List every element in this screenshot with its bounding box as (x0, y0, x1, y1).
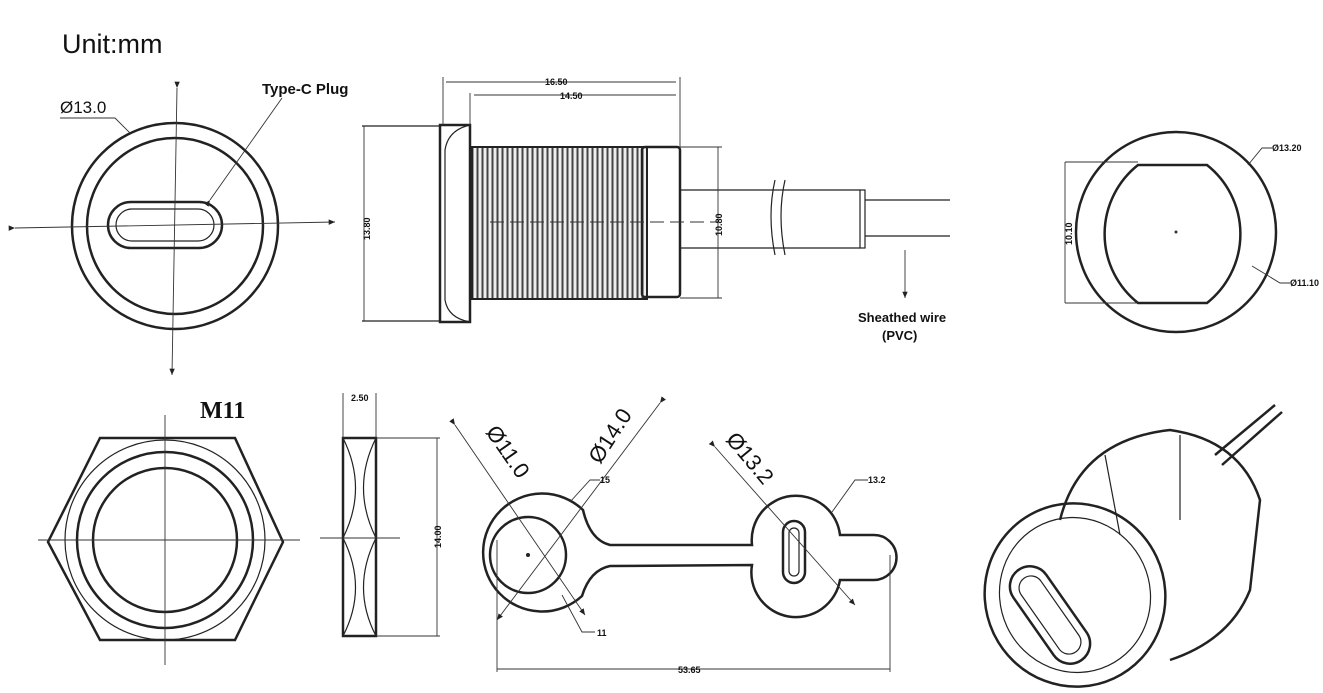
cap-outer-diameter-label: Ø14.0 (583, 404, 637, 468)
ring-inner-label: 11 (597, 628, 607, 638)
dust-cap-view: Ø11.0 Ø14.0 Ø13.2 15 11 13.2 53.65 (449, 396, 898, 675)
cap-inner-diameter-label: Ø11.0 (481, 421, 535, 483)
body-height-label: 10.80 (714, 213, 724, 236)
front-view: Ø13.0 Type-C Plug (8, 81, 348, 376)
ring-outer-label: 15 (600, 475, 610, 485)
cap-length-label: 53.65 (678, 665, 701, 675)
rear-inner-diameter-label: Ø11.10 (1290, 278, 1319, 288)
thread-length-label: 14.50 (560, 91, 583, 101)
isometric-view (983, 404, 1283, 688)
nut-thickness-label: 2.50 (351, 393, 369, 403)
nut-height-label: 14.00 (433, 525, 443, 548)
sheathed-wire-label: Sheathed wire (858, 310, 946, 325)
thread-size-label: M11 (200, 398, 245, 424)
rear-outer-diameter-label: Ø13.20 (1272, 143, 1302, 153)
cap-size-label: 13.2 (868, 475, 886, 485)
type-c-plug-label: Type-C Plug (262, 81, 348, 98)
rear-view: Ø13.20 Ø11.10 10.10 (1064, 130, 1319, 334)
side-view: 16.50 14.50 13.80 10.80 Sheathed wire (P… (362, 77, 950, 343)
wire-material-label: (PVC) (882, 328, 917, 343)
hex-nut-view: M11 (38, 398, 300, 665)
overall-length-label: 16.50 (545, 77, 568, 87)
nut-side-view: 2.50 14.00 (320, 393, 443, 638)
flange-height-label: 13.80 (362, 217, 372, 240)
front-diameter-label: Ø13.0 (60, 98, 106, 117)
unit-label: Unit:mm (62, 29, 163, 59)
cap-diameter-label: Ø13.2 (721, 427, 779, 489)
flat-width-label: 10.10 (1064, 222, 1074, 245)
